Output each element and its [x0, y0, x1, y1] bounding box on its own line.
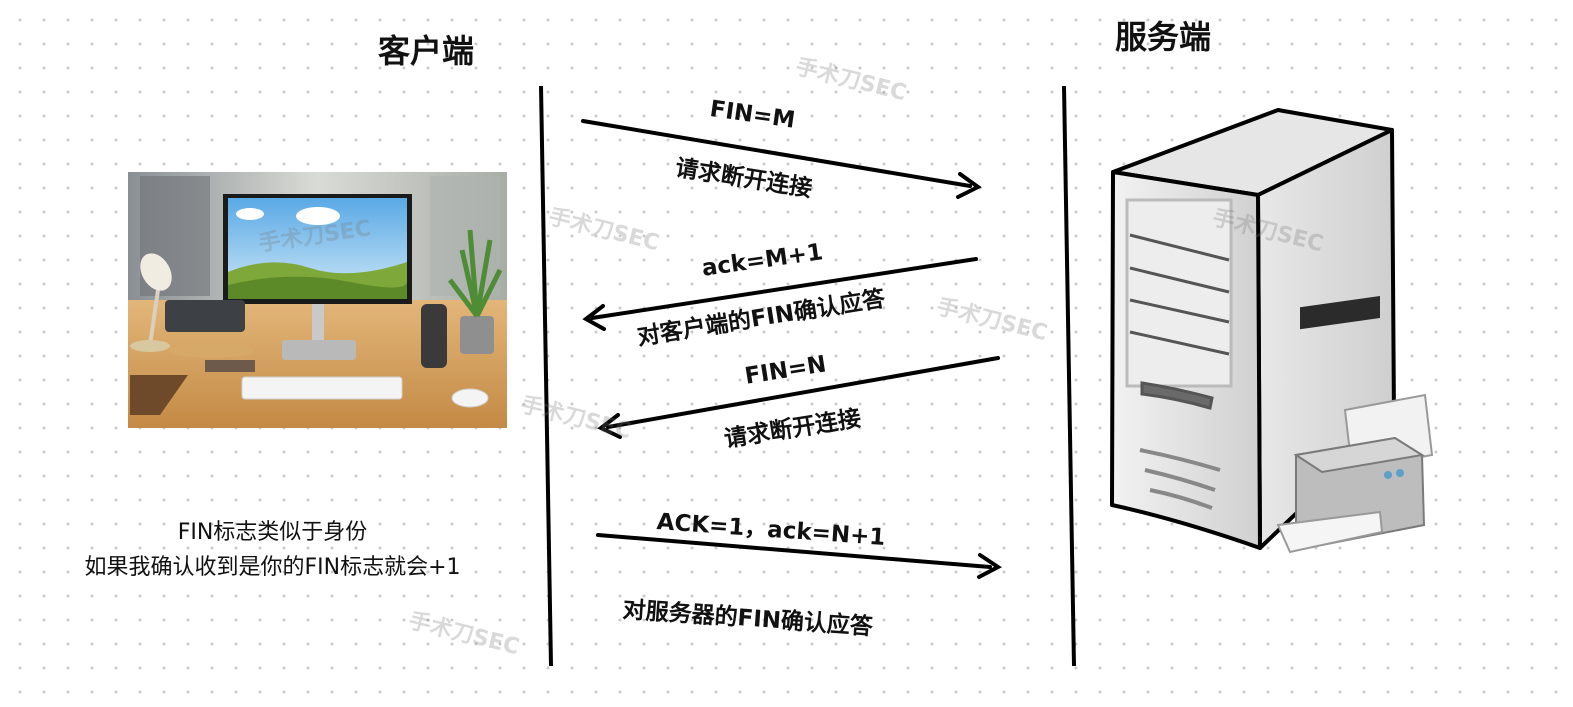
server-heading: 服务端 — [1115, 12, 1211, 58]
client-heading: 客户端 — [378, 26, 474, 72]
client-lifeline — [541, 86, 551, 666]
server-lifeline — [1064, 86, 1074, 666]
note-line-2: 如果我确认收到是你的FIN标志就会+1 — [50, 550, 495, 585]
fin-explanation-note: FIN标志类似于身份 如果我确认收到是你的FIN标志就会+1 — [50, 515, 495, 585]
client-computer-illustration — [128, 172, 507, 428]
note-line-1: FIN标志类似于身份 — [50, 515, 495, 550]
